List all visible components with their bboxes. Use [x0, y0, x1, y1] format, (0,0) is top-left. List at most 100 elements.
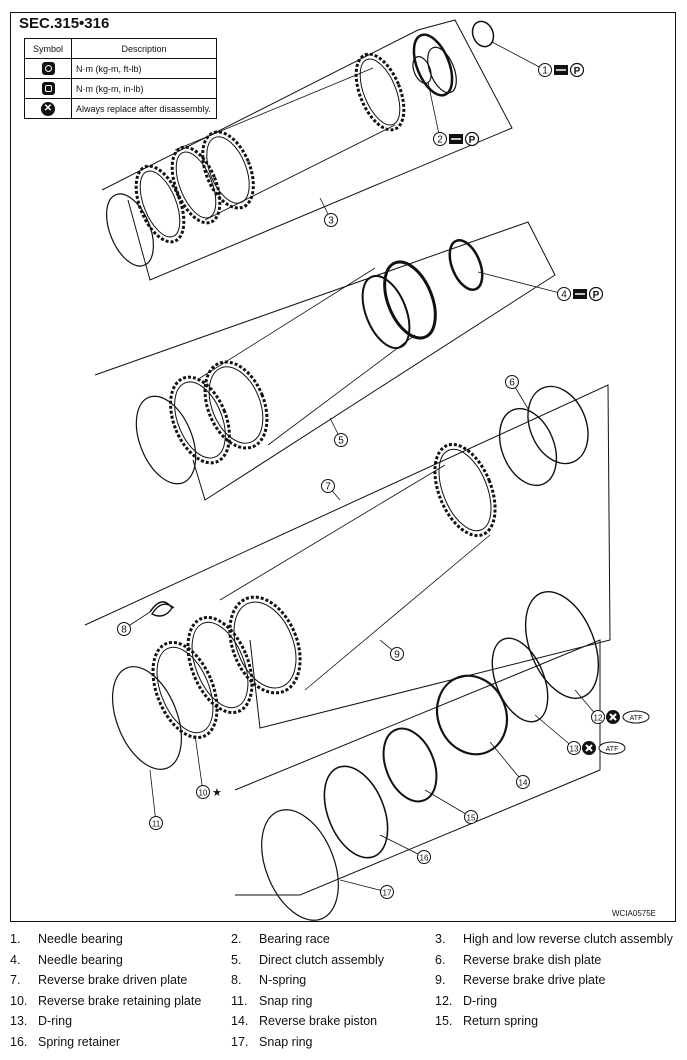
callout-circle — [505, 375, 519, 389]
replace-x-icon-cross — [609, 713, 617, 721]
clutch-plate — [203, 360, 269, 450]
legend-number: 9. — [435, 973, 446, 987]
atf-label: ATF — [630, 715, 643, 722]
callout-number: 15 — [467, 814, 476, 823]
atf-label: ATF — [606, 746, 619, 753]
legend-number: 11. — [231, 993, 248, 1008]
star-mark: ★ — [212, 786, 222, 799]
clutch-plate — [170, 145, 222, 225]
callout-number: 9 — [394, 650, 400, 661]
symbol-table: Symbol Description N·m (kg-m, ft-lb) N·m… — [24, 38, 217, 119]
clutch-plate-inner — [208, 366, 264, 444]
petroleum-jelly-label: P — [593, 290, 600, 301]
clutch-plate — [169, 375, 231, 465]
callout-number: 13 — [570, 745, 579, 754]
clutch-plate-inner — [139, 170, 181, 238]
drum-outline — [174, 67, 374, 151]
petroleum-jelly-mark — [569, 62, 585, 78]
callout-number: 3 — [328, 216, 334, 227]
snap-ring-17 — [261, 809, 339, 921]
callout-number: 5 — [338, 436, 344, 447]
leader-line — [149, 769, 157, 824]
diagram-frame — [10, 12, 676, 922]
leader-line — [489, 741, 524, 783]
reverse-brake-plate-inner — [233, 601, 297, 689]
needle-bearing-4 — [448, 239, 484, 291]
leader-line — [339, 879, 388, 893]
assembly-bracket-3 — [101, 19, 513, 281]
atf-mark — [622, 710, 650, 724]
symbol-table-row: N·m (kg-m, in-lb) — [24, 78, 217, 99]
callout-number: 17 — [383, 889, 392, 898]
callout-circle — [433, 132, 447, 146]
callout-number: 14 — [519, 779, 528, 788]
callout-circle — [324, 213, 338, 227]
legend-number: 6. — [435, 952, 446, 967]
petroleum-jelly-label: P — [574, 66, 581, 77]
callout-number: 11 — [152, 820, 161, 829]
callout-circle — [591, 710, 605, 724]
leader-line — [427, 81, 441, 140]
petroleum-jelly-mark — [588, 286, 604, 302]
callout-number: 7 — [325, 482, 331, 493]
callout-circle — [557, 287, 571, 301]
d-ring-13 — [491, 637, 549, 723]
assembly-bracket-5 — [94, 221, 556, 501]
callout-circle — [567, 741, 581, 755]
callout-circle — [321, 479, 335, 493]
petroleum-jelly-label: P — [469, 135, 476, 146]
snap-ring — [106, 193, 154, 267]
clutch-plate — [201, 130, 255, 210]
drum-outline — [219, 464, 446, 601]
callout-circle — [390, 647, 404, 661]
legend-number: 1. — [10, 932, 21, 946]
legend-label: Reverse brake drive plate — [463, 973, 606, 987]
legend-label: Reverse brake piston — [259, 1014, 378, 1028]
callout-10: 10★ — [196, 785, 222, 799]
reverse-brake-plate — [186, 615, 254, 715]
callout-5: 5 — [334, 433, 348, 447]
legend-label: Needle bearing — [38, 952, 123, 967]
callout-number: 6 — [509, 378, 515, 389]
callout-circle — [516, 775, 530, 789]
legend-number: 2. — [231, 932, 242, 946]
callout-3: 3 — [324, 213, 338, 227]
petroleum-jelly-mark — [464, 131, 480, 147]
reverse-brake-retaining-plate-inner — [156, 646, 214, 734]
leader-line — [194, 734, 204, 793]
leader-line — [379, 834, 425, 858]
legend-number: 10. — [10, 993, 28, 1008]
reverse-brake-retaining-plate — [151, 640, 219, 740]
callout-circle — [149, 816, 163, 830]
legend-label: D-ring — [463, 993, 498, 1008]
legend-label: Spring retainer — [38, 1034, 120, 1049]
legend-label: Direct clutch assembly — [259, 952, 385, 967]
callout-circle — [196, 785, 210, 799]
legend-label: Reverse brake retaining plate — [38, 993, 202, 1008]
callout-number: 1 — [542, 66, 548, 77]
figure-code: WCIA0575E — [612, 909, 657, 918]
legend-number: 12. — [435, 993, 453, 1008]
legend-number: 15. — [435, 1014, 453, 1028]
callout-circle — [538, 63, 552, 77]
legend-label: D-ring — [38, 1014, 73, 1028]
snap-ring-11 — [112, 666, 182, 770]
callout-number: 12 — [594, 714, 603, 723]
legend-number: 13. — [10, 1014, 28, 1028]
legend-number: 14. — [231, 1014, 249, 1028]
clutch-plate-inner — [174, 381, 226, 459]
reverse-brake-plate — [433, 442, 497, 538]
callout-number: 2 — [437, 135, 443, 146]
callout-13: 13 ATF — [567, 741, 626, 755]
legend-label: Snap ring — [259, 993, 313, 1008]
callout-6: 6 — [505, 375, 519, 389]
callout-11: 11 — [149, 816, 163, 830]
leader-line — [491, 41, 546, 71]
callout-number: 16 — [420, 854, 429, 863]
leader-line — [424, 789, 472, 818]
assembly-bracket-9 — [84, 384, 611, 729]
callout-8: 8 — [117, 622, 131, 636]
